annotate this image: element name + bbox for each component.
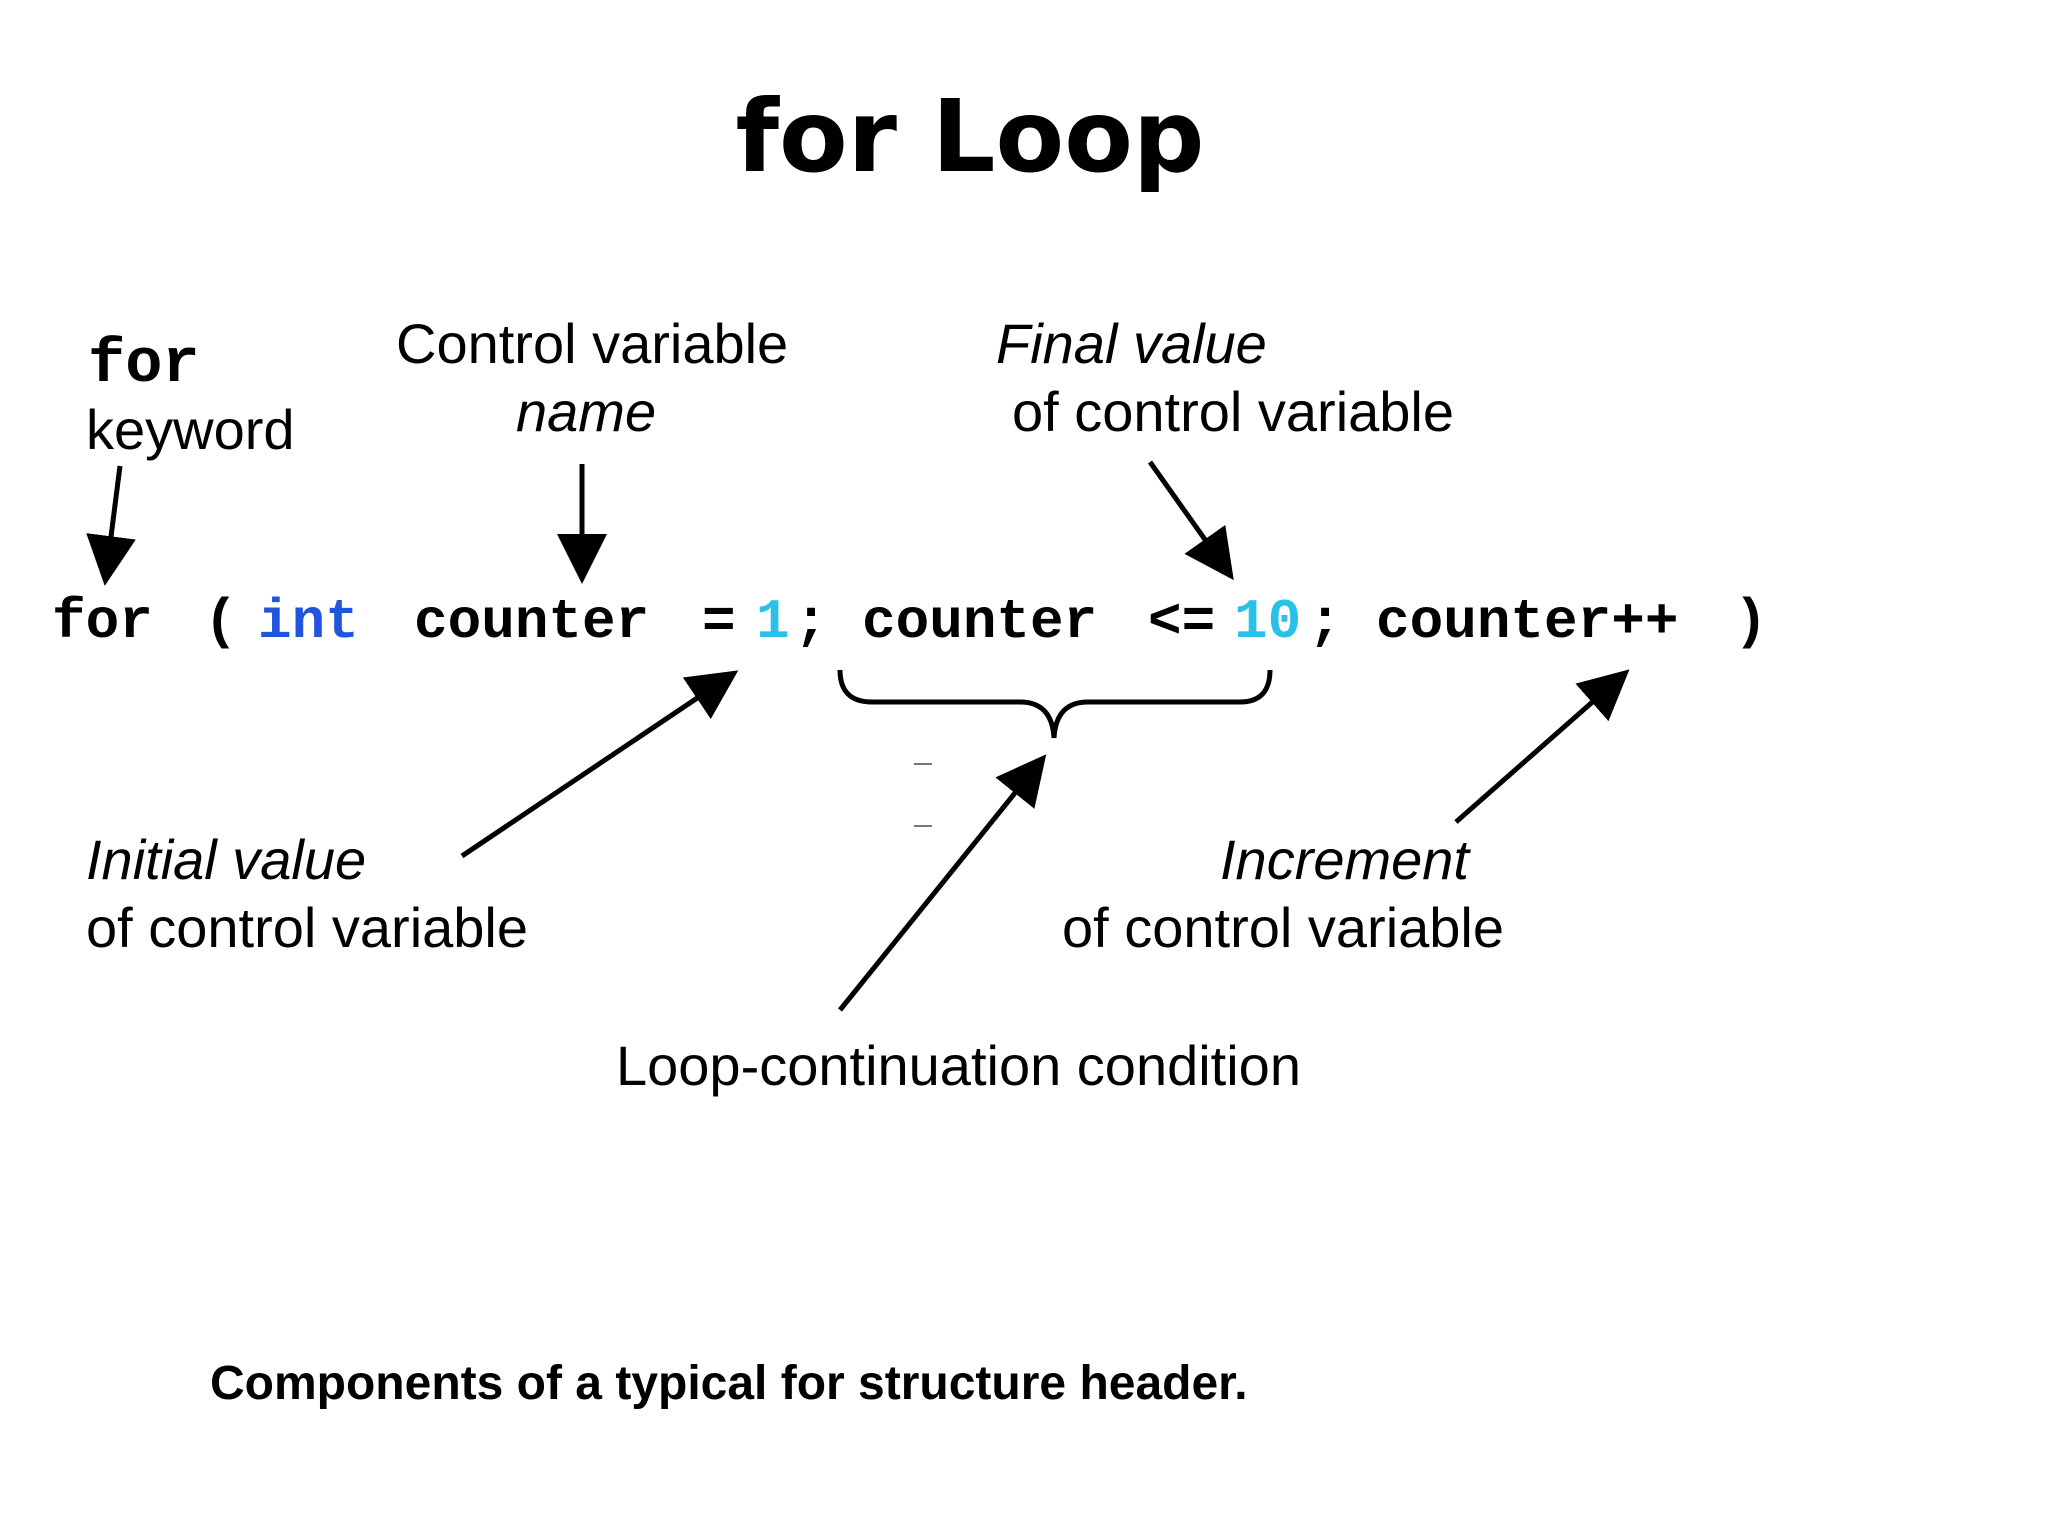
for-keyword-code-label: for [88, 329, 200, 400]
increment-label: Increment [1220, 828, 1469, 891]
page-title: for Loop [735, 78, 1205, 195]
arrow-final-value [1147, 460, 1234, 581]
code-open-paren: ( [204, 590, 238, 654]
initial-value-label: Initial value [86, 828, 367, 891]
initial-value-subtitle: of control variable [86, 896, 529, 959]
control-variable-name-label: name [516, 380, 657, 443]
increment-subtitle: of control variable [1062, 896, 1505, 959]
code-semicolon-2: ; [1308, 590, 1342, 654]
code-initial-value: 1 [756, 590, 790, 654]
final-value-subtitle: of control variable [1012, 380, 1455, 443]
final-value-label: Final value [996, 312, 1267, 375]
arrow-for-keyword [86, 465, 136, 586]
arrow-increment [1454, 669, 1630, 824]
for-statement-code: for ( int counter = 1 ; counter <= 10 ; … [0, 588, 2048, 668]
code-close-paren: ) [1734, 590, 1768, 654]
condition-brace [837, 669, 1273, 739]
for-keyword-text-label: keyword [86, 398, 295, 461]
arrow-loop-condition [838, 754, 1047, 1012]
code-condition-variable: counter [862, 590, 1098, 654]
loop-condition-label: Loop-continuation condition [616, 1034, 1301, 1097]
code-assign-operator: = [702, 590, 736, 654]
code-semicolon-1: ; [794, 590, 828, 654]
control-variable-label: Control variable [396, 312, 789, 375]
code-final-value: 10 [1234, 590, 1302, 654]
code-compare-operator: <= [1148, 590, 1216, 654]
arrow-initial-value [460, 670, 739, 859]
code-for-keyword: for [52, 590, 153, 654]
code-increment: counter++ [1376, 590, 1679, 654]
code-int-keyword: int [258, 590, 359, 654]
figure-caption: Components of a typical for structure he… [210, 1357, 1248, 1410]
code-control-variable: counter [414, 590, 650, 654]
